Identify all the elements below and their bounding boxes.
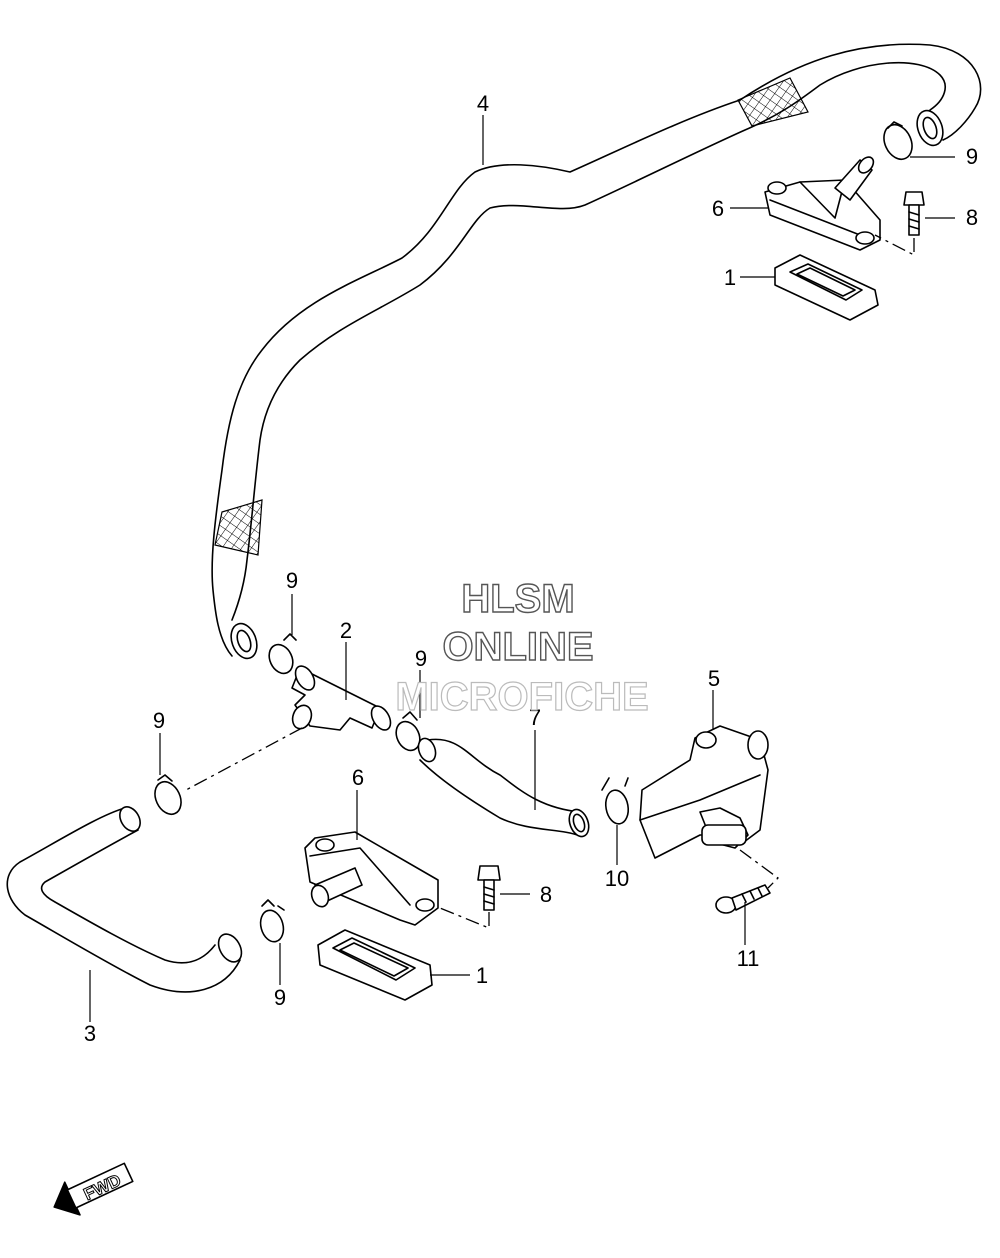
callout-3: 3 <box>84 1021 96 1046</box>
joint-6-top <box>764 156 881 251</box>
hose-7 <box>417 737 590 838</box>
callout-labels: 4 9 6 8 1 9 2 9 9 7 5 6 8 10 1 11 3 9 <box>84 91 978 1046</box>
callout-1-bottom: 1 <box>476 963 488 988</box>
watermark-line2: ONLINE <box>442 625 593 669</box>
callout-9-left: 9 <box>153 708 165 733</box>
callout-1-top: 1 <box>724 265 736 290</box>
callout-9-mid: 9 <box>415 646 427 671</box>
callout-5: 5 <box>708 666 720 691</box>
leader-lines <box>89 115 955 1022</box>
watermark-line1: HLSM <box>461 577 574 621</box>
gasket-1-top <box>774 254 879 321</box>
callout-9-top-right: 9 <box>966 144 978 169</box>
joint-6-bottom <box>304 831 439 926</box>
callout-9-left-upper: 9 <box>286 568 298 593</box>
screw-11 <box>715 849 779 914</box>
clamp-9-left <box>154 774 182 816</box>
hose-4 <box>211 43 982 660</box>
valve-5 <box>639 725 769 859</box>
watermark-line3: MICROFICHE <box>395 675 648 719</box>
bolt-8-top <box>874 191 925 257</box>
clamp-9-left-upper <box>268 633 297 675</box>
tee-pipe-2 <box>291 665 392 731</box>
hose-3 <box>6 806 243 993</box>
bolt-8-bottom <box>439 865 501 929</box>
callout-9-bottom: 9 <box>274 985 286 1010</box>
callout-6-top: 6 <box>712 196 724 221</box>
callout-6-bottom: 6 <box>352 765 364 790</box>
clamp-10 <box>601 777 630 825</box>
callout-8-top: 8 <box>966 205 978 230</box>
fwd-arrow-icon: FWD <box>53 1162 134 1216</box>
callout-11: 11 <box>737 946 760 971</box>
clamp-9-top-right <box>883 121 913 161</box>
callout-4: 4 <box>477 91 489 116</box>
callout-7: 7 <box>529 705 541 730</box>
callout-10: 10 <box>605 866 629 891</box>
watermark: HLSM ONLINE MICROFICHE <box>395 576 650 719</box>
callout-8-bottom: 8 <box>540 882 552 907</box>
clamp-9-mid <box>395 711 421 752</box>
gasket-1-bottom <box>317 929 433 1001</box>
callout-2: 2 <box>340 618 352 643</box>
clamp-9-bottom <box>259 899 285 943</box>
centerline-tee-left <box>185 727 303 791</box>
